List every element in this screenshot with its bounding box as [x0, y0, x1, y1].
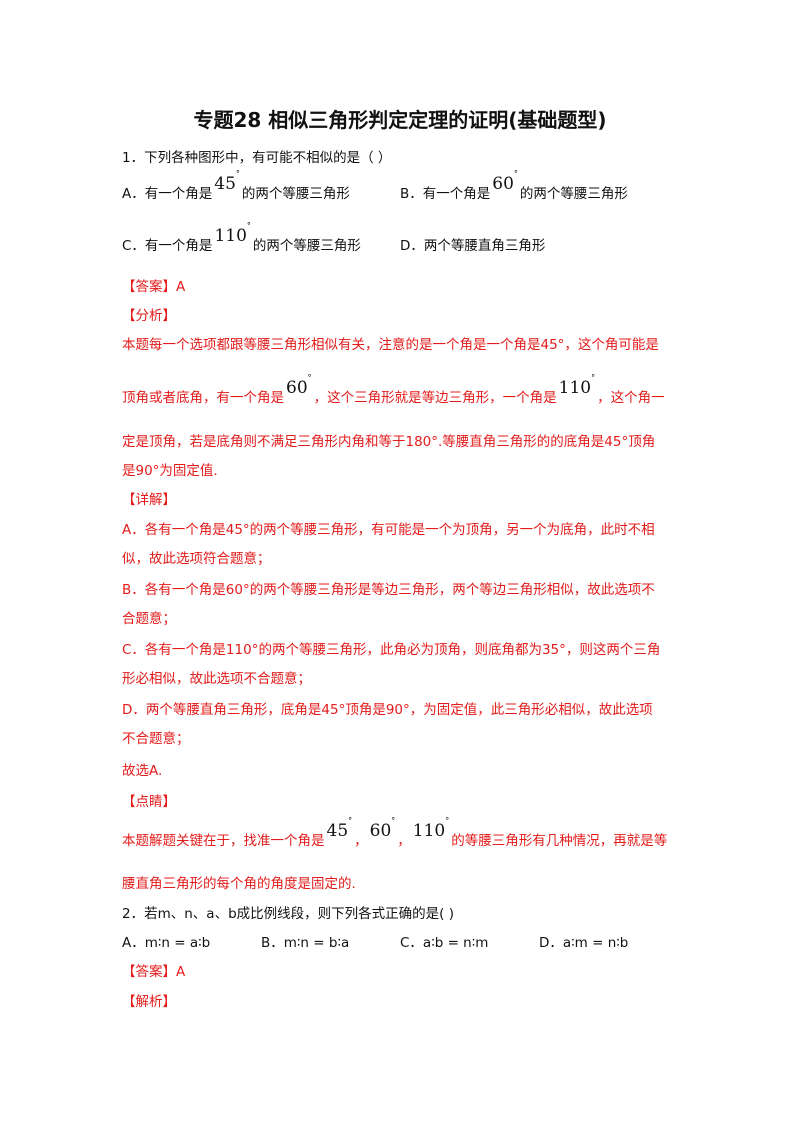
- q1-analysis-line-3: 定是顶角，若是底角则不满足三角形内角和等于180°.等腰直角三角形的的底角是45…: [122, 434, 656, 450]
- question-2-text: 2．若m、n、a、b成比例线段，则下列各式正确的是( ): [122, 906, 454, 922]
- q1-comment-angle-110: 110°: [412, 816, 450, 841]
- q1-option-a-angle: 45°: [214, 169, 240, 194]
- q1-analysis-line-2-c: ，这个角一: [597, 390, 665, 406]
- q1-option-b-prefix: B．有一个角是: [400, 186, 491, 202]
- q1-comment-separator-1: ，: [354, 833, 368, 849]
- page-title: 专题28 相似三角形判定定理的证明(基础题型): [193, 108, 607, 132]
- q1-analysis-heading: 【分析】: [122, 308, 176, 324]
- q1-comment-line-1-a: 本题解题关键在于，找准一个角是: [122, 833, 325, 849]
- q1-detail-b-line-2: 合题意；: [122, 611, 176, 627]
- q1-option-c-angle: 110°: [214, 221, 251, 246]
- q2-option-b: B．m∶n = b∶a: [261, 935, 350, 951]
- q2-analysis-heading: 【解析】: [122, 994, 176, 1010]
- q1-detail-b-line-1: B．各有一个角是60°的两个等腰三角形是等边三角形，两个等边三角形相似，故此选项…: [122, 582, 655, 598]
- q1-detail-heading: 【详解】: [122, 492, 176, 508]
- q1-option-c-prefix: C．有一个角是: [122, 238, 213, 254]
- q1-analysis-angle-110: 110°: [558, 373, 596, 398]
- q1-analysis-line-4: 是90°为固定值.: [122, 463, 218, 479]
- q1-analysis-line-1: 本题每一个选项都跟等腰三角形相似有关，注意的是一个角是一个角是45°，这个角可能…: [122, 337, 659, 353]
- q2-option-d: D．a∶m = n∶b: [539, 935, 629, 951]
- q2-option-c: C．a∶b = n∶m: [400, 935, 489, 951]
- q1-detail-c-line-1: C．各有一个角是110°的两个等腰三角形，此角必为顶角，则底角都为35°，则这两…: [122, 642, 661, 658]
- q1-option-d: D．两个等腰直角三角形: [400, 238, 546, 254]
- q1-analysis-angle-60: 60°: [286, 373, 312, 398]
- q1-detail-a-line-2: 似，故此选项符合题意；: [122, 551, 271, 567]
- q1-detail-c-line-2: 形必相似，故此选项不合题意；: [122, 671, 311, 687]
- q1-analysis-line-2-a: 顶角或者底角，有一个角是: [122, 390, 284, 406]
- q1-answer: 【答案】A: [122, 279, 186, 295]
- q1-detail-d-line-1: D．两个等腰直角三角形，底角是45°顶角是90°，为固定值，此三角形必相似，故此…: [122, 702, 653, 718]
- q1-detail-d-line-2: 不合题意；: [122, 731, 190, 747]
- q1-option-a-suffix: 的两个等腰三角形: [241, 186, 350, 202]
- q2-answer: 【答案】A: [122, 964, 186, 980]
- q1-comment-angle-45: 45°: [326, 816, 353, 841]
- q1-analysis-line-2-b: ，这个三角形就是等边三角形，一个角是: [313, 390, 557, 406]
- question-1-text: 1．下列各种图形中，有可能不相似的是（ ）: [122, 150, 392, 166]
- q1-comment-separator-2: ，: [397, 833, 411, 849]
- q1-option-c-suffix: 的两个等腰三角形: [252, 238, 361, 254]
- q1-comment-angle-60: 60°: [369, 816, 396, 841]
- q1-comment-line-2: 腰直角三角形的每个角的角度是固定的.: [122, 876, 356, 892]
- q1-option-b-suffix: 的两个等腰三角形: [519, 186, 628, 202]
- q1-detail-a-line-1: A．各有一个角是45°的两个等腰三角形，有可能是一个为顶角，另一个为底角，此时不…: [122, 522, 655, 538]
- q1-choose: 故选A.: [122, 763, 163, 779]
- q2-option-a: A．m∶n = a∶b: [122, 935, 211, 951]
- q1-comment-line-1-b: 的等腰三角形有几种情况，再就是等: [451, 833, 668, 849]
- q1-option-b-angle: 60°: [492, 169, 518, 194]
- q1-comment-heading: 【点睛】: [122, 794, 176, 810]
- q1-option-a-prefix: A．有一个角是: [122, 186, 213, 202]
